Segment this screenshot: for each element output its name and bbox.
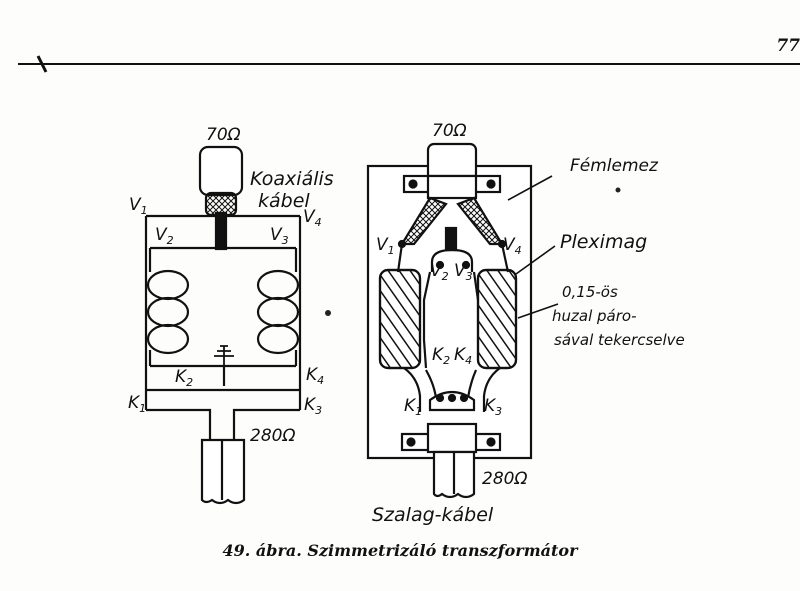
left-terminal-k4: K4 [306, 365, 324, 387]
right-plate-label: Fémlemez [570, 156, 659, 176]
screw-icon [486, 437, 496, 447]
left-coil-turn [146, 323, 190, 355]
schematic-diagram [144, 145, 302, 505]
ground-icon [214, 345, 234, 366]
right-core-label: Pleximag [560, 231, 647, 253]
left-winding [378, 268, 422, 370]
leader-winding [517, 303, 559, 319]
figure-caption: 49. ábra. Szimmetrizáló transzformátor [222, 541, 578, 560]
inner-lead-right [472, 271, 480, 301]
terminal-dot [435, 393, 445, 403]
page-number: 77 [776, 36, 800, 56]
right-terminal-v3: V3 [454, 261, 473, 283]
right-terminal-k4: K4 [454, 345, 472, 367]
ink-dot [325, 310, 331, 316]
left-terminal-v1: V1 [129, 195, 148, 217]
lead-v1 [396, 243, 404, 273]
left-cable-label-1: Koaxiális [250, 168, 334, 190]
left-core [378, 268, 422, 370]
coax-shield-braid [204, 191, 238, 217]
left-terminal-v3: V3 [270, 225, 289, 247]
bottom-collar [426, 422, 478, 454]
left-cable-label-2: kábel [258, 190, 310, 212]
right-ribbon-label: Szalag-kábel [372, 504, 494, 526]
ink-dot [615, 187, 621, 193]
bottom-loop [403, 367, 501, 412]
right-winding-note-2: huzal páro- [552, 307, 637, 325]
lead-v4 [500, 243, 510, 273]
right-impedance-bottom: 280Ω [482, 469, 527, 489]
right-impedance-top: 70Ω [432, 121, 467, 141]
right-core [476, 268, 518, 370]
left-terminal-k2: K2 [175, 367, 193, 389]
header-rule [18, 63, 800, 65]
terminal-dot [497, 239, 507, 249]
coax-cable-jacket [198, 145, 244, 197]
terminal-dot [459, 393, 469, 403]
right-winding [476, 268, 518, 370]
right-coil-turn [256, 296, 300, 328]
side-wires [144, 390, 302, 410]
terminal-dot [447, 393, 457, 403]
left-coil-turn [146, 269, 190, 301]
construction-diagram [366, 142, 559, 499]
braid-fan-right [456, 196, 504, 246]
inner-lead-left [422, 271, 432, 369]
right-terminal-v1: V1 [376, 235, 395, 257]
screw-icon [408, 179, 418, 189]
terminal-dot [397, 239, 407, 249]
braid-fan-left [400, 196, 448, 246]
left-impedance-bottom: 280Ω [250, 426, 295, 446]
left-coil-turn [146, 296, 190, 328]
right-terminal-v2: V2 [430, 261, 449, 283]
leader-fémlemez [507, 175, 553, 201]
screw-icon [486, 179, 496, 189]
left-terminal-v4: V4 [303, 207, 322, 229]
right-terminal-k3: K3 [484, 396, 502, 418]
screw-icon [406, 437, 416, 447]
left-terminal-v2: V2 [155, 225, 174, 247]
inner-conductor [444, 226, 458, 252]
top-coax-jacket [426, 142, 478, 182]
left-terminal-k1: K1 [128, 393, 146, 415]
center-loop [430, 248, 474, 272]
right-terminal-k2: K2 [432, 345, 450, 367]
top-coax-collar [426, 174, 478, 200]
coax-inner-conductor [214, 211, 228, 251]
left-impedance-top: 70Ω [206, 125, 241, 145]
left-terminal-k3: K3 [304, 395, 322, 417]
leader-pleximag [515, 245, 556, 275]
right-winding-note-3: sával tekercselve [554, 331, 685, 349]
tick-mark [36, 55, 48, 73]
right-coil-turn [256, 269, 300, 301]
right-coil-turn [256, 323, 300, 355]
output-wire-left [146, 408, 212, 440]
right-terminal-k1: K1 [404, 396, 422, 418]
terminal-dot [435, 260, 445, 270]
right-terminal-v4: V4 [503, 235, 522, 257]
terminal-dot [461, 260, 471, 270]
right-winding-note-1: 0,15-ös [562, 283, 618, 301]
output-wire-right [232, 408, 300, 440]
